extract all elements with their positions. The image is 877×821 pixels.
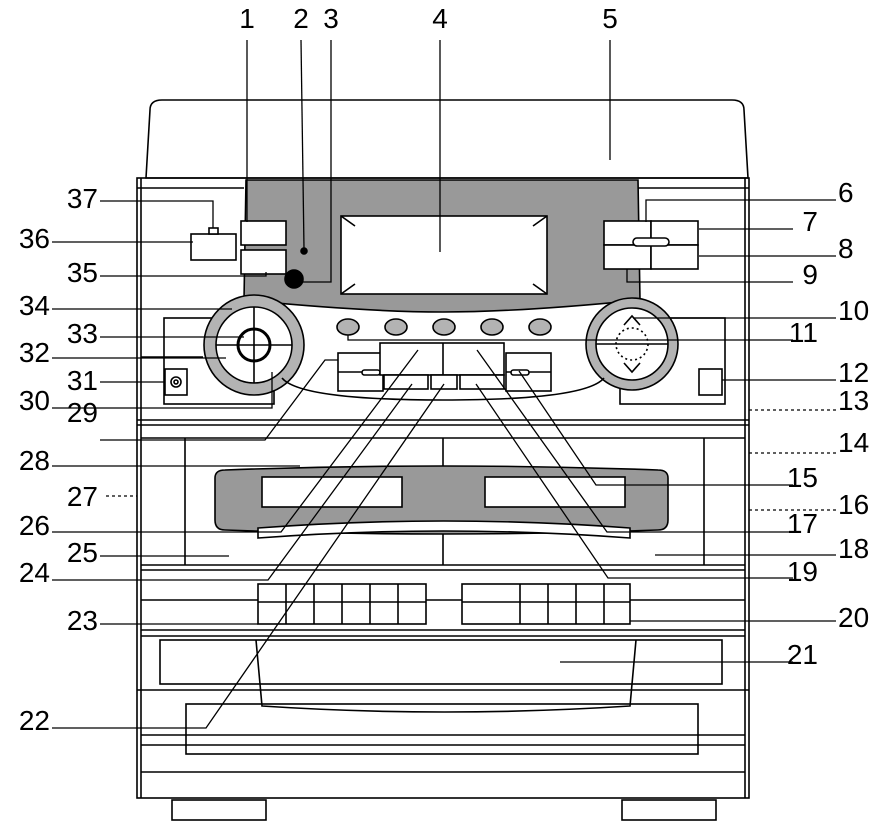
callout-label-31: 31 [67,365,98,396]
phone-jack-hole [173,379,179,385]
callout-label-9: 9 [802,259,818,290]
leader-line-24 [52,383,413,581]
leader-line-26 [52,349,419,533]
oval-button[interactable] [384,318,408,336]
center-button[interactable] [383,374,429,390]
center-display-window [379,342,505,376]
indicator-37 [208,227,219,235]
callout-label-30: 30 [19,385,50,416]
center-button[interactable] [459,374,505,390]
leader-line-9 [626,269,793,283]
leader-line-17 [476,349,793,533]
callout-label-36: 36 [19,223,50,254]
callout-label-19: 19 [787,556,818,587]
button-35[interactable] [240,249,287,275]
callout-label-29: 29 [67,397,98,428]
leader-line-2 [300,39,305,250]
callout-label-28: 28 [19,445,50,476]
center-button[interactable] [430,374,458,390]
button-8[interactable] [650,244,699,270]
phone-jack-ring [170,376,182,388]
oval-button[interactable] [480,318,504,336]
callout-label-32: 32 [19,337,50,368]
callout-label-14: 14 [838,427,869,458]
button-1[interactable] [240,220,287,246]
callout-label-34: 34 [19,290,50,321]
lcd-corner [532,215,548,227]
callout-label-23: 23 [67,605,98,636]
callout-label-10: 10 [838,295,869,326]
oval-button[interactable] [528,318,552,336]
leader-line-22 [52,383,445,729]
callout-label-21: 21 [787,639,818,670]
lcd-corner [532,283,548,295]
leader-line-19 [475,383,793,579]
callout-label-3: 3 [323,3,339,34]
cassette-lip [257,520,631,539]
callout-label-5: 5 [602,3,618,34]
leader-line-29 [100,359,338,441]
bottom-drawer [185,703,699,755]
callout-label-1: 1 [239,3,255,34]
callout-label-25: 25 [67,537,98,568]
callout-label-35: 35 [67,257,98,288]
callout-label-20: 20 [838,602,869,633]
chevron-up-icon [623,314,641,326]
control-strip [281,377,605,401]
leader-line-30 [52,372,273,409]
callout-label-18: 18 [838,533,869,564]
callout-label-7: 7 [802,206,818,237]
callout-label-4: 4 [432,3,448,34]
foot-right [621,799,717,821]
callout-label-37: 37 [67,183,98,214]
leader-line-3 [296,40,332,283]
lower-handle [255,639,637,713]
slot-indicator [361,369,381,376]
callout-label-33: 33 [67,318,98,349]
callout-label-22: 22 [19,705,50,736]
button-bar[interactable] [632,237,670,247]
callout-label-17: 17 [787,508,818,539]
callout-label-11: 11 [789,317,818,348]
button-36[interactable] [190,233,237,261]
callout-label-27: 27 [67,481,98,512]
callout-label-13: 13 [838,385,869,416]
leader-line-6 [645,199,836,222]
oval-button[interactable] [432,318,456,336]
deck-buttons-b[interactable] [461,583,631,625]
callout-label-8: 8 [838,233,854,264]
callout-label-16: 16 [838,489,869,520]
cassette-window-b [484,476,626,508]
leader-line-37 [100,200,214,228]
cd-lid [145,99,749,179]
cabinet-outline [136,177,750,799]
callout-label-24: 24 [19,557,50,588]
chevron-down-icon [623,362,641,374]
leader-lines [52,39,836,729]
callout-label-12: 12 [838,357,869,388]
oval-button[interactable] [336,318,360,336]
callout-label-15: 15 [787,462,818,493]
phone-jack-31[interactable] [164,368,188,396]
sensor-3 [284,269,304,289]
button-12[interactable] [698,368,723,396]
callout-label-26: 26 [19,510,50,541]
stereo-unit-drawing [136,99,750,821]
lcd-corner [340,283,356,295]
leader-line-15 [518,370,793,486]
lcd-window [340,215,548,295]
foot-left [171,799,267,821]
callout-label-2: 2 [293,3,309,34]
button-9[interactable] [603,244,652,270]
leader-line-11 [347,335,793,341]
leader-line-35 [100,272,267,277]
lcd-corner [340,215,356,227]
callout-label-6: 6 [838,177,854,208]
